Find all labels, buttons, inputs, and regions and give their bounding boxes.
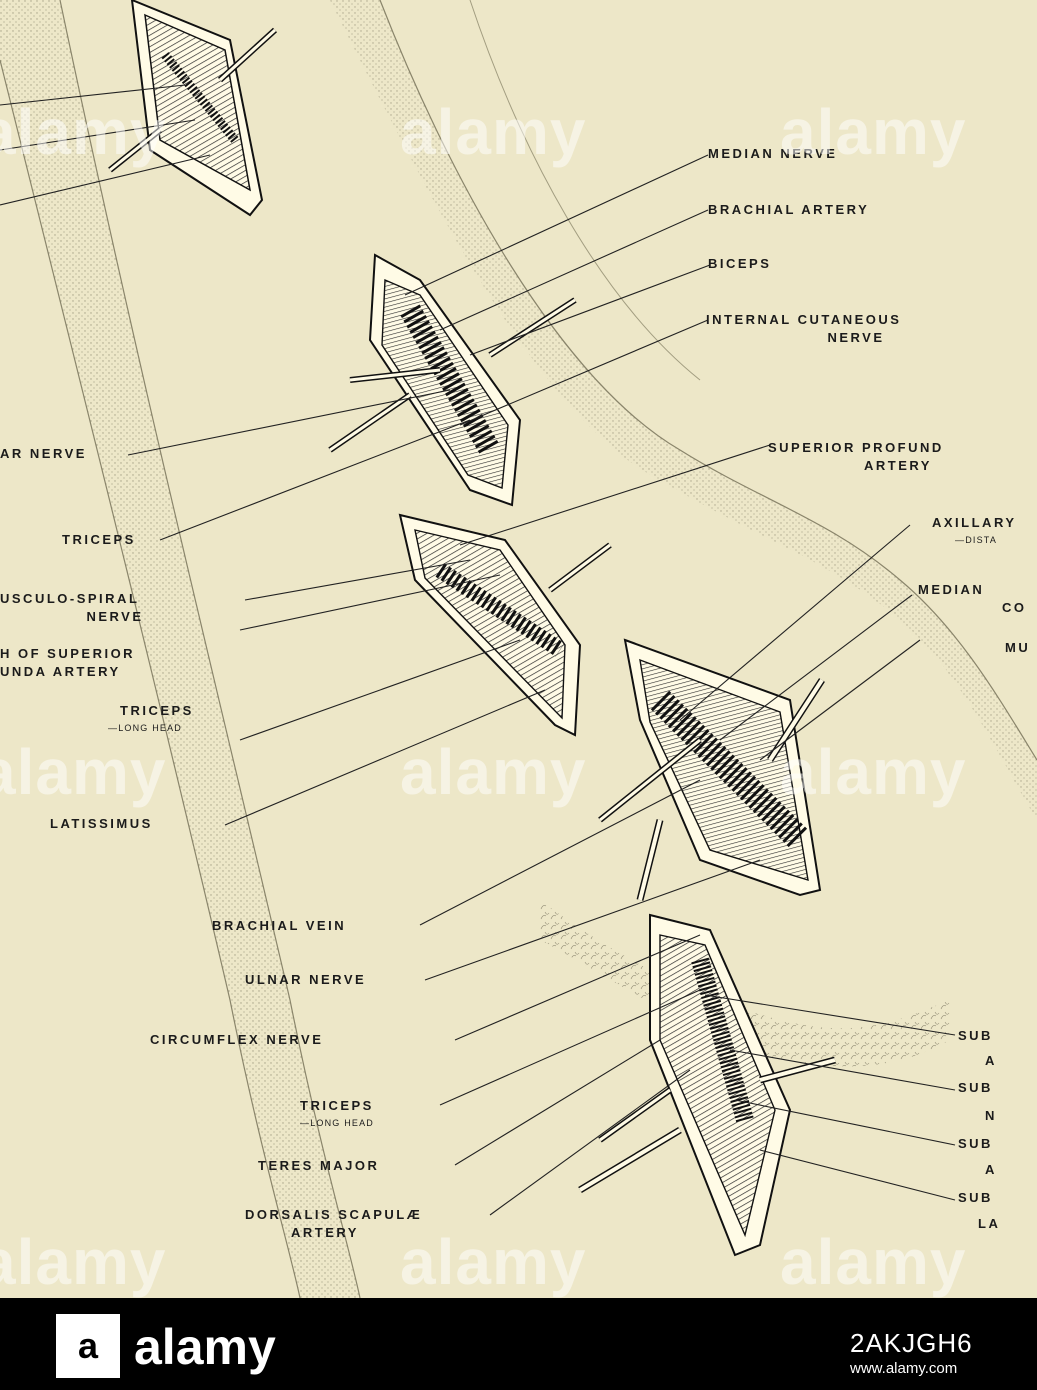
label-sub-d-line2: LA	[978, 1216, 1001, 1231]
stock-logo-text: alamy	[134, 1319, 276, 1375]
watermark-9: alamy	[780, 1226, 967, 1298]
label-musculo-spiral-line2: NERVE	[86, 609, 144, 624]
watermark-8: alamy	[400, 1226, 587, 1298]
label-sub-c-line2: A	[985, 1162, 997, 1177]
label-branch-superior: H OF SUPERIOR	[0, 646, 136, 661]
label-axillary-sub: —DISTA	[955, 535, 998, 545]
label-dorsalis-scapulae-line2: ARTERY	[291, 1225, 359, 1240]
incision-shoulder	[578, 913, 836, 1257]
anatomy-drawing	[0, 0, 1037, 1298]
illustration-plate: MEDIAN NERVE BRACHIAL ARTERY BICEPS INTE…	[0, 0, 1037, 1298]
label-sub-d: SUB	[958, 1190, 993, 1205]
label-branch-superior-line2: UNDA ARTERY	[0, 664, 121, 679]
watermark-2: alamy	[400, 96, 587, 168]
incision-upper-arm	[328, 253, 577, 507]
stock-footer: a alamy 2AKJGH6 www.alamy.com	[0, 1298, 1037, 1390]
label-sub-c: SUB	[958, 1136, 993, 1151]
watermark-6: alamy	[780, 736, 967, 808]
watermark-5: alamy	[400, 736, 587, 808]
label-biceps: BICEPS	[708, 256, 772, 271]
incision-axilla	[598, 638, 825, 901]
label-sub-a-line2: A	[985, 1053, 997, 1068]
label-axillary: AXILLARY	[932, 515, 1017, 530]
svg-text:a: a	[78, 1325, 99, 1366]
label-superior-profunda-line2: ARTERY	[864, 458, 932, 473]
label-triceps-3: TRICEPS	[300, 1098, 374, 1113]
incision-top	[108, 0, 278, 217]
leader-lines	[0, 84, 956, 1216]
label-triceps-3-sub: —LONG HEAD	[300, 1118, 375, 1128]
label-mu: MU	[1005, 640, 1031, 655]
label-internal-cutaneous: INTERNAL CUTANEOUS	[706, 312, 902, 327]
image-id: 2AKJGH6	[850, 1328, 973, 1358]
label-median-nerve: MEDIAN NERVE	[708, 146, 838, 161]
watermark-1: alamy	[0, 96, 167, 168]
watermark-7: alamy	[0, 1226, 167, 1298]
label-dorsalis-scapulae: DORSALIS SCAPULÆ	[245, 1207, 423, 1222]
label-ulnar-nerve: ULNAR NERVE	[245, 972, 367, 987]
label-internal-cutaneous-line2: NERVE	[827, 330, 885, 345]
label-median-2: MEDIAN	[918, 582, 985, 597]
label-teres-major: TERES MAJOR	[258, 1158, 380, 1173]
watermark-4: alamy	[0, 736, 167, 808]
label-triceps-2: TRICEPS	[120, 703, 194, 718]
stock-logo: a alamy	[56, 1314, 276, 1378]
label-superior-profunda: SUPERIOR PROFUND	[768, 440, 944, 455]
label-ar-nerve: AR NERVE	[0, 446, 87, 461]
label-sub-b: SUB	[958, 1080, 993, 1095]
label-median-2-line2: CO	[1002, 600, 1027, 615]
stock-url[interactable]: www.alamy.com	[850, 1360, 958, 1377]
label-sub-a: SUB	[958, 1028, 993, 1043]
watermark-3: alamy	[780, 96, 967, 168]
label-sub-b-line2: N	[985, 1108, 997, 1123]
label-triceps-1: TRICEPS	[62, 532, 136, 547]
label-brachial-vein: BRACHIAL VEIN	[212, 918, 347, 933]
label-musculo-spiral: USCULO-SPIRAL	[0, 591, 140, 606]
label-triceps-2-sub: —LONG HEAD	[108, 723, 183, 733]
label-latissimus: LATISSIMUS	[50, 816, 153, 831]
incision-mid-arm	[398, 513, 612, 737]
label-brachial-artery: BRACHIAL ARTERY	[708, 202, 870, 217]
label-circumflex-nerve: CIRCUMFLEX NERVE	[150, 1032, 324, 1047]
